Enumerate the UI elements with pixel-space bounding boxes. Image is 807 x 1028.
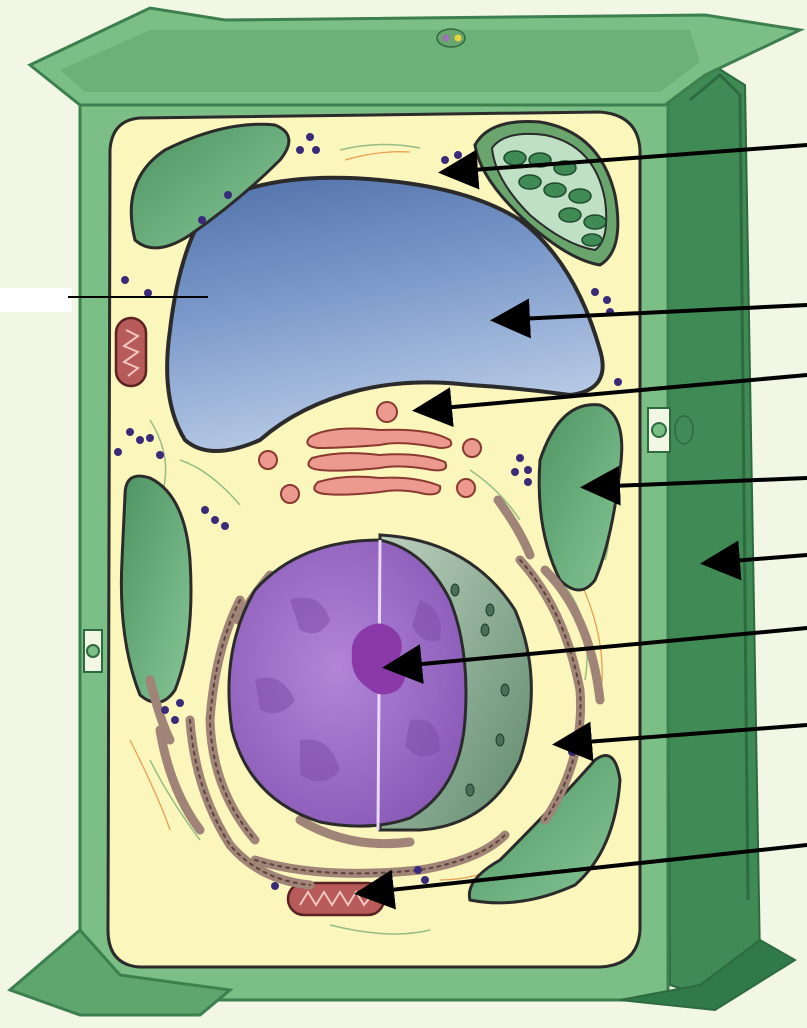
nucleus — [229, 535, 531, 830]
plasmodesma-top — [437, 29, 465, 47]
plasmodesma-left — [84, 630, 102, 672]
mitochondrion-left — [116, 318, 146, 386]
